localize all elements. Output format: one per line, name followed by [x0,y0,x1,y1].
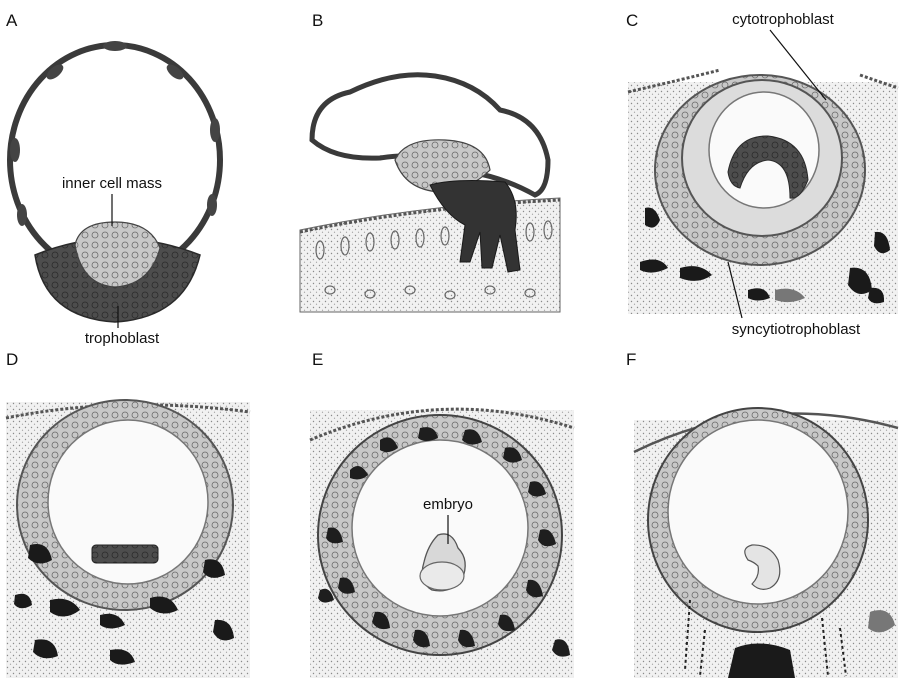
panel-f: F [626,350,898,678]
inner-cell-mass-label: inner cell mass [62,175,162,192]
panel-e: E embryo [310,350,574,678]
embryo-sac [420,562,464,590]
panel-label-e: E [312,350,323,369]
trophoblast-label: trophoblast [85,330,160,347]
panel-label-d: D [6,350,18,369]
panel-label-b: B [312,11,323,30]
embryo-label: embryo [423,496,473,513]
endometrium [300,198,560,312]
panel-c: C cytotrophoblast syncytiotrophoblast [626,11,898,338]
panel-label-a: A [6,11,18,30]
panel-label-c: C [626,11,638,30]
embryonic-disc-d [92,545,158,563]
panel-label-f: F [626,350,636,369]
trophoblast-nuclei [10,41,220,226]
panel-d: D [6,350,250,678]
panel-a: A inner cell mass trophoblast [6,11,220,347]
syncytiotrophoblast-label: syncytiotrophoblast [732,321,861,338]
maternal-vessel-f [728,643,795,678]
panel-b: B [300,11,560,312]
cytotrophoblast-label: cytotrophoblast [732,11,835,28]
